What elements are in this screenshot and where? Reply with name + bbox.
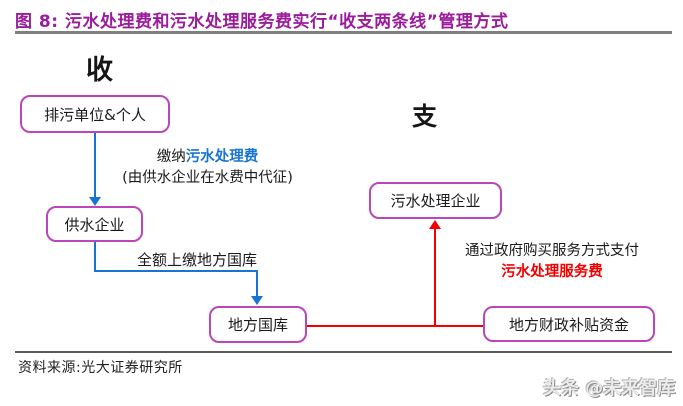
- remit-edge-label: 全额上缴地方国库: [137, 251, 258, 269]
- arrow-pay-head-down-icon: [89, 197, 101, 206]
- node-local-treasury: 地方国库: [209, 306, 307, 343]
- purchase-fee-text: 污水处理服务费: [501, 264, 603, 280]
- arrow-remit-segment-3: [256, 270, 258, 298]
- node-local-fiscal-subsidy: 地方财政补贴资金: [483, 306, 655, 342]
- arrow-remit-segment-2: [94, 270, 258, 272]
- node-water-supplier-label: 供水企业: [64, 215, 125, 234]
- arrow-pay-line: [94, 133, 96, 199]
- line-subsidy-to-junction: [307, 325, 483, 327]
- arrow-purchase-line: [434, 228, 436, 327]
- figure-title-prefix: 图 8:: [15, 12, 59, 32]
- node-local-fiscal-subsidy-label: 地方财政补贴资金: [508, 315, 629, 334]
- pay-fee-text: 污水处理费: [185, 149, 259, 165]
- pay-prefix-text: 缴纳: [156, 149, 186, 165]
- pay-edge-label-note: (由供水企业在水费中代征): [122, 170, 293, 186]
- node-polluters: 排污单位&个人: [20, 95, 170, 133]
- expense-section-label: 支: [412, 102, 438, 131]
- node-water-supplier: 供水企业: [46, 206, 143, 242]
- purchase-edge-label-line1: 通过政府购买服务方式支付: [465, 243, 639, 259]
- income-section-label: 收: [86, 55, 113, 86]
- purchase-edge-label: 通过政府购买服务方式支付 污水处理服务费: [440, 241, 664, 283]
- figure-title: 图 8: 污水处理费和污水处理服务费实行“收支两条线”管理方式: [15, 7, 508, 32]
- arrow-remit-head-down-icon: [251, 296, 263, 305]
- node-sewage-treatment-company: 污水处理企业: [369, 182, 502, 219]
- source-note: 资料来源:光大证券研究所: [18, 360, 183, 376]
- node-polluters-label: 排污单位&个人: [44, 105, 146, 124]
- watermark: 头条 @未来智库: [543, 378, 676, 399]
- bottom-divider: [15, 351, 672, 353]
- top-divider: [15, 31, 672, 34]
- node-local-treasury-label: 地方国库: [227, 316, 288, 334]
- node-sewage-treatment-company-label: 污水处理企业: [390, 192, 481, 210]
- pay-edge-label-line1: 缴纳污水处理费: [100, 147, 315, 168]
- arrow-remit-segment-1: [94, 242, 96, 272]
- figure-title-text: 污水处理费和污水处理服务费实行“收支两条线”管理方式: [64, 12, 509, 32]
- pay-edge-label: 缴纳污水处理费 (由供水企业在水费中代征): [100, 147, 315, 189]
- arrow-purchase-head-up-icon: [429, 220, 441, 229]
